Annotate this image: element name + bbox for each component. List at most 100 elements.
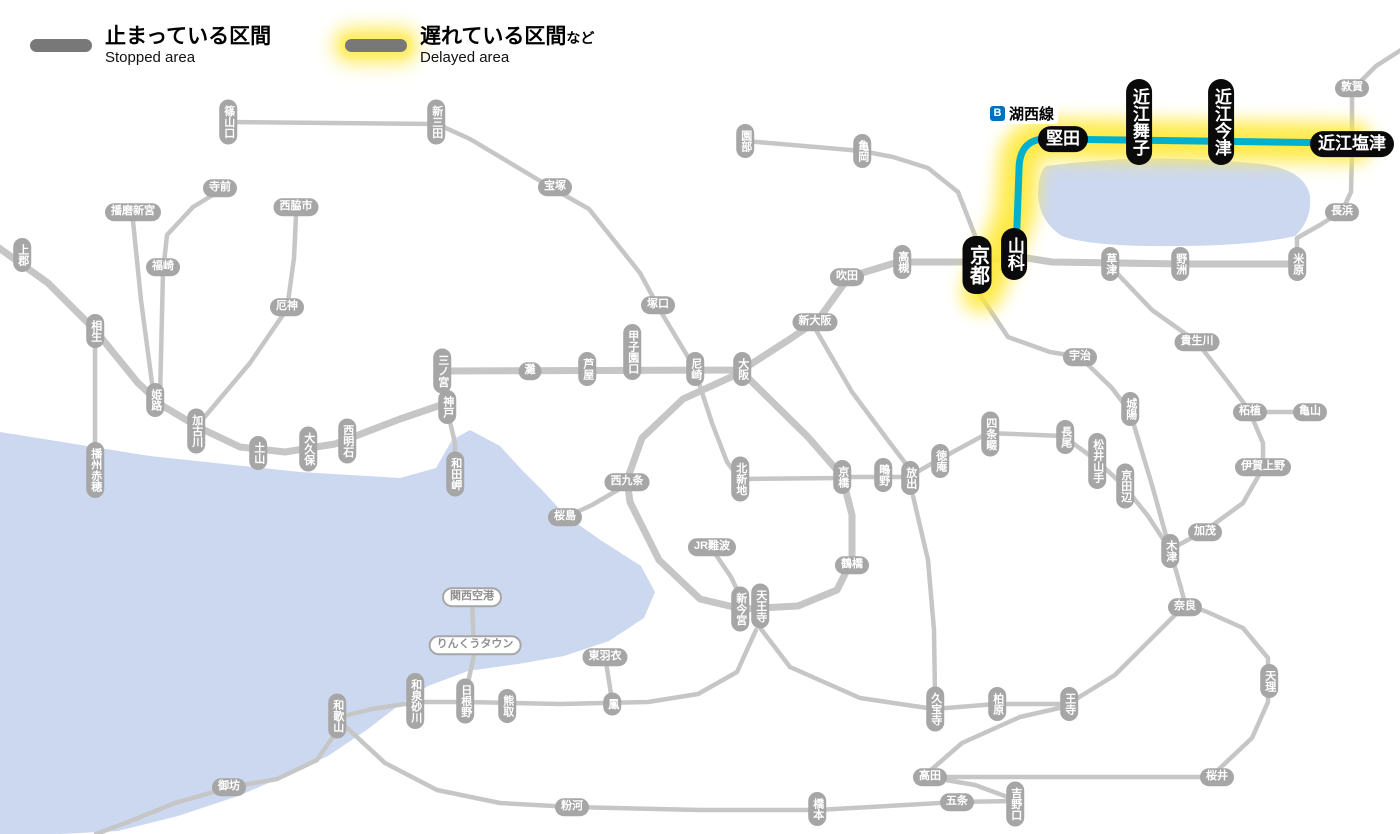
station-iga-ueno: 伊賀上野 bbox=[1235, 458, 1291, 476]
station-ashiya: 芦屋 bbox=[578, 352, 596, 386]
station-nagahama: 長浜 bbox=[1325, 203, 1359, 221]
station-takatsuki: 高槻 bbox=[893, 245, 911, 279]
station-kamo: 加茂 bbox=[1188, 523, 1222, 541]
legend-delayed-label-en: Delayed area bbox=[420, 49, 510, 67]
water-lake-biwa bbox=[1038, 158, 1311, 247]
station-uji: 宇治 bbox=[1063, 348, 1097, 366]
station-tsuruga: 敦賀 bbox=[1335, 79, 1369, 97]
station-joyo: 城陽 bbox=[1121, 392, 1139, 426]
station-koshienguchi: 甲子園口 bbox=[623, 324, 641, 380]
rail-hagoromo-branch bbox=[603, 659, 614, 697]
station-kameoka: 亀岡 bbox=[853, 134, 871, 168]
station-omi-shiotsu: 近江塩津 bbox=[1310, 131, 1394, 157]
station-wadamisaki: 和田岬 bbox=[446, 451, 464, 497]
rail-nara-line bbox=[975, 289, 1188, 607]
stopped-area-swatch bbox=[30, 39, 92, 52]
rail-bantan-line bbox=[157, 187, 224, 401]
station-suita: 吹田 bbox=[830, 268, 864, 286]
station-kansai-airport: 関西空港 bbox=[442, 587, 502, 607]
station-izumi-sunagawa: 和泉砂川 bbox=[406, 673, 424, 729]
station-gobo: 御坊 bbox=[212, 778, 246, 796]
station-tokuan: 徳庵 bbox=[931, 444, 949, 478]
station-shin-imamiya: 新今宮 bbox=[731, 586, 749, 632]
station-yakujin: 厄神 bbox=[270, 298, 304, 316]
legend-stopped-label-ja: 止まっている区間 bbox=[105, 25, 272, 48]
line-letter-badge: B bbox=[990, 105, 1005, 121]
station-kokawa: 粉河 bbox=[555, 798, 589, 816]
station-tsukaguchi: 塚口 bbox=[641, 296, 675, 314]
station-yoshinoguchi: 吉野口 bbox=[1006, 781, 1024, 827]
station-kibukawa: 貴生川 bbox=[1174, 333, 1220, 351]
rail-tozai-line bbox=[692, 368, 844, 482]
station-osaka: 大阪 bbox=[733, 352, 751, 386]
legend-delayed-labels: 遅れている区間など Delayed area bbox=[420, 24, 594, 67]
station-sakurai: 桜井 bbox=[1200, 768, 1234, 786]
legend-stopped-labels: 止まっている区間 Stopped area bbox=[105, 24, 271, 67]
station-banshu-ako: 播州赤穂 bbox=[86, 442, 104, 498]
station-otori: 鳳 bbox=[603, 692, 621, 716]
rail-hanwa-line bbox=[341, 627, 759, 719]
station-fukusaki: 福崎 bbox=[146, 258, 180, 276]
station-tsuge: 柘植 bbox=[1233, 403, 1267, 421]
station-gojo: 五条 bbox=[940, 793, 974, 811]
station-nishi-akashi: 西明石 bbox=[338, 418, 356, 464]
station-sasayamaguchi: 篠山口 bbox=[219, 99, 237, 145]
rail-wakayama-line bbox=[343, 724, 1016, 813]
station-omi-maiko: 近江舞子 bbox=[1126, 79, 1152, 165]
water-osaka-bay bbox=[0, 430, 655, 834]
rail-osaka-east-line-north bbox=[813, 327, 912, 471]
station-sakurajima: 桜島 bbox=[548, 508, 582, 526]
rail-yoshinoguchi-takada bbox=[937, 776, 1016, 802]
station-maibara: 米原 bbox=[1288, 247, 1306, 281]
legend-delayed-label-suffix: など bbox=[566, 30, 595, 46]
station-hineno: 日根野 bbox=[456, 678, 474, 724]
station-nagao: 長尾 bbox=[1056, 420, 1074, 454]
station-kyuhoji: 久宝寺 bbox=[926, 686, 944, 732]
station-aioi: 相生 bbox=[86, 314, 104, 348]
station-kamigori: 上郡 bbox=[13, 238, 31, 272]
rail-kishin-line bbox=[130, 218, 157, 401]
station-yasu: 野洲 bbox=[1171, 247, 1189, 281]
delayed-area-swatch bbox=[345, 39, 407, 52]
rail-sanin-line bbox=[743, 138, 979, 241]
station-yamashina: 山科 bbox=[1001, 228, 1027, 280]
kosei-line-badge: B 湖西線 bbox=[986, 102, 1059, 124]
station-shin-sanda: 新三田 bbox=[427, 99, 445, 145]
station-kitashinchi: 北新地 bbox=[731, 456, 749, 502]
station-okubo: 大久保 bbox=[299, 426, 317, 472]
station-kashiwara: 柏原 bbox=[988, 687, 1006, 721]
line-name-label: 湖西線 bbox=[1009, 105, 1055, 123]
station-jr-namba: JR難波 bbox=[687, 538, 737, 556]
station-higashi-hagoromo: 東羽衣 bbox=[582, 648, 628, 666]
station-kakogawa: 加古川 bbox=[187, 408, 205, 454]
legend-delayed: 遅れている区間など Delayed area bbox=[345, 24, 594, 67]
station-harima-shingu: 播磨新宮 bbox=[105, 203, 161, 221]
station-nada: 灘 bbox=[518, 362, 542, 380]
station-omi-imazu: 近江今津 bbox=[1208, 79, 1234, 165]
station-nara: 奈良 bbox=[1168, 598, 1202, 616]
legend-stopped: 止まっている区間 Stopped area bbox=[30, 24, 271, 67]
station-teramae: 寺前 bbox=[203, 179, 237, 197]
legend-stopped-label-en: Stopped area bbox=[105, 49, 196, 67]
station-sannomiya: 三ノ宮 bbox=[433, 348, 451, 394]
station-kumatori: 熊取 bbox=[498, 689, 516, 723]
station-amagasaki: 尼崎 bbox=[686, 352, 704, 386]
station-kyobashi: 京橋 bbox=[833, 460, 851, 494]
station-oji: 王寺 bbox=[1060, 687, 1078, 721]
rail-hokuriku-line bbox=[1294, 47, 1400, 265]
station-hashimoto: 橋本 bbox=[808, 792, 826, 826]
rail-sakurai-tenri-nara bbox=[1185, 603, 1271, 773]
legend-delayed-label-main: 遅れている区間 bbox=[420, 25, 567, 48]
station-tenri: 天理 bbox=[1260, 664, 1278, 698]
station-kameyama: 亀山 bbox=[1293, 403, 1327, 421]
station-rinku-town: りんくうタウン bbox=[428, 635, 522, 655]
station-tsuruhashi: 鶴橋 bbox=[835, 556, 869, 574]
water-layer bbox=[0, 158, 1311, 834]
station-nishiwakishi: 西脇市 bbox=[273, 198, 319, 216]
station-kizu: 木津 bbox=[1161, 534, 1179, 568]
station-takarazuka: 宝塚 bbox=[538, 178, 572, 196]
station-nishikujo: 西九条 bbox=[604, 473, 650, 491]
station-kyoto: 京都 bbox=[962, 236, 992, 294]
station-kyotanabe: 京田辺 bbox=[1116, 463, 1134, 509]
